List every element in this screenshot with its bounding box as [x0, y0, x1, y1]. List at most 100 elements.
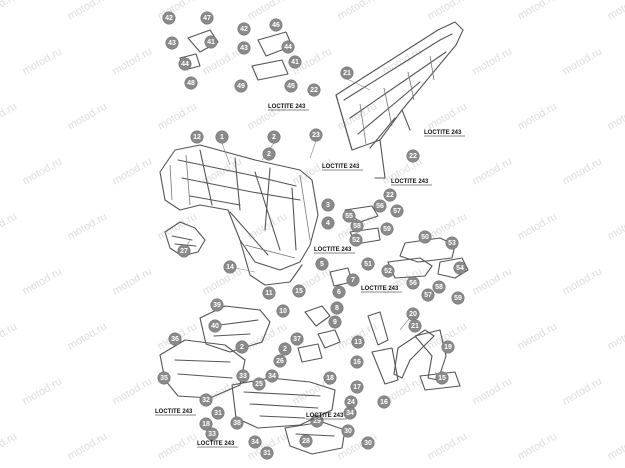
callout-25: 25: [252, 377, 266, 391]
callout-2: 2: [235, 340, 249, 354]
watermark-text: motod.ru: [336, 0, 380, 23]
callout-28: 28: [299, 434, 313, 448]
callout-16: 16: [350, 355, 364, 369]
leader-lines: [183, 78, 443, 379]
callout-circle: [361, 257, 375, 271]
callout-34: 34: [343, 406, 357, 420]
watermark-text: motod.ru: [426, 430, 470, 462]
callout-circle: [310, 414, 324, 428]
callout-14: 14: [223, 260, 237, 274]
callout-number: 20: [409, 311, 417, 318]
watermark-text: motod.ru: [561, 265, 605, 297]
callout-19: 19: [441, 340, 455, 354]
callout-number: 47: [203, 15, 211, 22]
watermark-text: motod.ru: [66, 210, 110, 242]
callout-circle: [453, 261, 467, 275]
callout-circle: [421, 288, 435, 302]
callout-number: 48: [187, 80, 195, 87]
callout-circle: [432, 280, 446, 294]
callout-54: 54: [453, 261, 467, 275]
watermark-text: motod.ru: [471, 155, 515, 187]
callout-circle: [278, 342, 292, 356]
callout-number: 22: [310, 87, 318, 94]
rear-subframe: [335, 21, 464, 179]
callout-18: 18: [199, 417, 213, 431]
watermark-text: motod.ru: [111, 45, 155, 77]
callout-number: 33: [239, 373, 247, 380]
callout-circle: [235, 340, 249, 354]
callout-number: 29: [313, 418, 321, 425]
callout-number: 43: [168, 40, 176, 47]
callout-number: 46: [272, 22, 280, 29]
watermark-text: motod.ru: [561, 375, 605, 407]
watermark-text: motod.ru: [66, 320, 110, 352]
callout-number: 36: [171, 336, 179, 343]
watermark-text: motod.ru: [426, 0, 470, 23]
callout-number: 56: [376, 203, 384, 210]
callout-number: 24: [347, 399, 355, 406]
loctite-note: LOCTITE 243: [197, 441, 238, 448]
callout-circle: [418, 230, 432, 244]
callout-number: 2: [283, 346, 287, 353]
loctite-note: LOCTITE 243: [306, 413, 347, 420]
callout-22: 22: [307, 83, 321, 97]
callout-circle: [252, 377, 266, 391]
callout-circle: [349, 233, 363, 247]
watermark-text: motod.ru: [111, 265, 155, 297]
callout-circle: [346, 273, 360, 287]
watermark-text: motod.ru: [516, 210, 560, 242]
watermark-text: motod.ru: [516, 0, 560, 23]
callout-number: 30: [344, 428, 352, 435]
callout-number: 2: [267, 151, 271, 158]
callout-number: 22: [409, 153, 417, 160]
watermark-text: motod.ru: [21, 155, 65, 187]
watermark-text: motod.ru: [156, 430, 200, 462]
watermark-text: motod.ru: [606, 0, 625, 23]
callout-number: 2: [240, 344, 244, 351]
callout-number: 2: [272, 134, 276, 141]
callout-33: 33: [236, 369, 250, 383]
callout-number: 31: [214, 410, 222, 417]
callout-number: 49: [237, 83, 245, 90]
callout-circle: [177, 244, 191, 258]
callout-number: 34: [268, 373, 276, 380]
loctite-label: LOCTITE 243: [424, 130, 462, 136]
callout-22: 22: [383, 188, 397, 202]
callout-circle: [435, 371, 449, 385]
callout-circle: [273, 354, 287, 368]
watermark-text: motod.ru: [156, 100, 200, 132]
callout-24: 24: [344, 395, 358, 409]
loctite-label: LOCTITE 243: [314, 247, 352, 253]
callout-number: 38: [233, 420, 241, 427]
callout-circle: [408, 319, 422, 333]
callout-circle: [332, 285, 346, 299]
callout-17: 17: [350, 380, 364, 394]
callout-number: 51: [364, 261, 372, 268]
watermark-text: motod.ru: [426, 100, 470, 132]
callout-circle: [321, 216, 335, 230]
callout-11: 11: [262, 286, 276, 300]
callout-circle: [406, 149, 420, 163]
callout-56: 56: [406, 276, 420, 290]
callout-number: 15: [438, 375, 446, 382]
callout-circle: [234, 79, 248, 93]
callout-number: 13: [354, 339, 362, 346]
callout-circle: [284, 79, 298, 93]
watermark-text: motod.ru: [66, 0, 110, 23]
callout-34: 34: [265, 369, 279, 383]
callout-circle: [377, 395, 391, 409]
callout-number: 31: [263, 450, 271, 457]
callout-36: 36: [168, 332, 182, 346]
watermark-text: motod.ru: [0, 320, 19, 352]
callout-circle: [380, 222, 394, 236]
loctite-note: LOCTITE 243: [391, 179, 432, 186]
loctite-label: LOCTITE 243: [306, 413, 344, 419]
callout-circle: [342, 209, 356, 223]
callout-number: 3: [326, 202, 330, 209]
callout-3: 3: [321, 198, 335, 212]
callout-21: 21: [340, 66, 354, 80]
loctite-note: LOCTITE 243: [361, 286, 402, 293]
